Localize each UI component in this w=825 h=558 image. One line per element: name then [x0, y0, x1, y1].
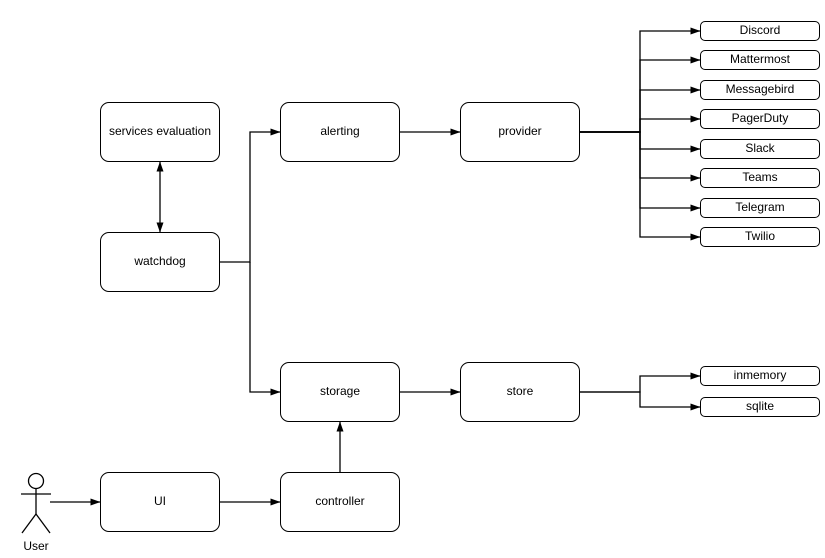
node-slack: Slack — [700, 139, 820, 159]
node-label-discord: Discord — [739, 23, 781, 38]
node-mattermost: Mattermost — [700, 50, 820, 70]
node-label-watchdog: watchdog — [134, 254, 186, 269]
node-label-alerting: alerting — [320, 124, 360, 139]
edge-watchdog-to-storage — [249, 262, 281, 396]
node-pagerduty: PagerDuty — [700, 109, 820, 129]
node-ui: UI — [100, 472, 220, 532]
user-actor-icon — [21, 472, 51, 534]
edge-provider-to-pagerduty — [580, 115, 701, 133]
node-storage: storage — [280, 362, 400, 422]
node-store: store — [460, 362, 580, 422]
node-label-sqlite: sqlite — [745, 399, 774, 414]
edge-store-to-inmemory — [580, 372, 701, 393]
node-label-provider: provider — [498, 124, 542, 139]
edge-watchdog-to-alerting — [220, 128, 281, 263]
node-discord: Discord — [700, 21, 820, 41]
node-label-twilio: Twilio — [744, 229, 775, 244]
node-label-slack: Slack — [745, 141, 775, 156]
node-label-ui: UI — [154, 494, 166, 509]
node-label-telegram: Telegram — [735, 200, 785, 215]
node-label-teams: Teams — [742, 170, 778, 185]
node-telegram: Telegram — [700, 198, 820, 218]
node-label-pagerduty: PagerDuty — [731, 111, 789, 126]
node-sqlite: sqlite — [700, 397, 820, 417]
edge-provider-to-twilio — [580, 131, 701, 241]
node-watchdog: watchdog — [100, 232, 220, 292]
node-inmemory: inmemory — [700, 366, 820, 386]
node-label-messagebird: Messagebird — [725, 82, 795, 97]
node-messagebird: Messagebird — [700, 80, 820, 100]
node-label-inmemory: inmemory — [733, 368, 787, 383]
node-controller: controller — [280, 472, 400, 532]
node-alerting: alerting — [280, 102, 400, 162]
edge-store-to-sqlite — [580, 391, 701, 411]
node-label-storage: storage — [319, 384, 361, 399]
node-label-mattermost: Mattermost — [729, 52, 790, 67]
node-label-controller: controller — [315, 494, 365, 509]
node-provider: provider — [460, 102, 580, 162]
user-actor-label: User — [23, 539, 49, 553]
node-teams: Teams — [700, 168, 820, 188]
node-label-store: store — [506, 384, 534, 399]
node-twilio: Twilio — [700, 227, 820, 247]
node-label-services-evaluation: services evaluation — [108, 124, 212, 139]
node-services-evaluation: services evaluation — [100, 102, 220, 162]
